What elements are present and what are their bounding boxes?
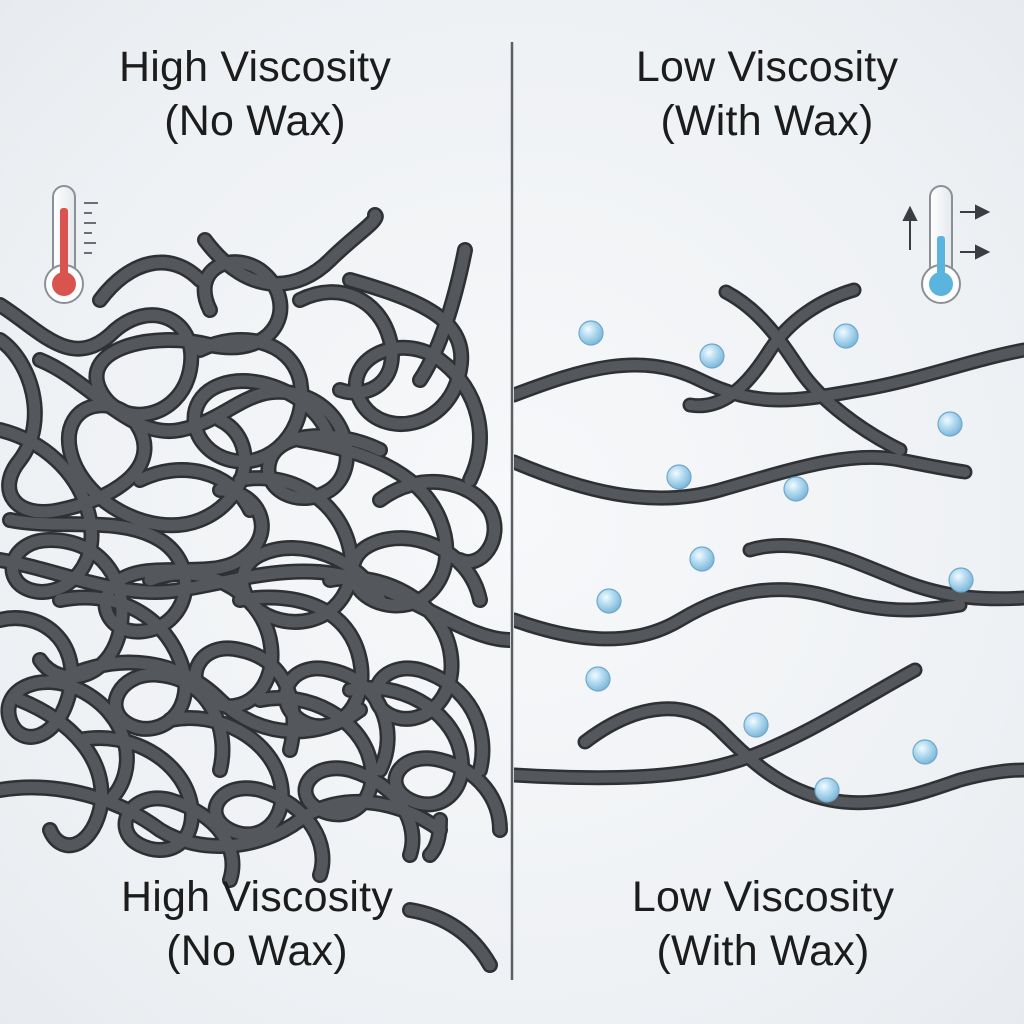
wax-particle-icon xyxy=(699,343,725,369)
hot-thermometer-icon xyxy=(44,185,98,304)
left-panel-caption: High Viscosity (No Wax) xyxy=(57,870,457,978)
wax-particle-icon xyxy=(833,323,859,349)
strand-fills xyxy=(0,209,510,971)
wax-particle-icon xyxy=(948,567,974,593)
tangled-polymer-strands xyxy=(0,207,510,973)
left-heading-line1: High Viscosity xyxy=(118,43,392,91)
wax-particle-icon xyxy=(689,546,715,572)
up-arrow-icon xyxy=(902,205,918,250)
wax-particle-icon xyxy=(814,777,840,803)
wax-particles xyxy=(578,320,974,803)
right-caption-line2: (With Wax) xyxy=(656,927,870,975)
right-heading-line1: Low Viscosity xyxy=(635,43,899,91)
wax-particle-icon xyxy=(783,476,809,502)
aligned-polymer-strands xyxy=(514,282,1024,811)
wax-particle-icon xyxy=(743,712,769,738)
left-panel-heading: High Viscosity (No Wax) xyxy=(55,40,455,148)
wax-particle-icon xyxy=(912,739,938,765)
cold-thermometer-icon xyxy=(921,185,961,304)
right-caption-line1: Low Viscosity xyxy=(631,873,895,921)
wax-particle-icon xyxy=(596,588,622,614)
right-arrow-icon xyxy=(960,244,991,260)
right-heading-line2: (With Wax) xyxy=(660,97,874,145)
left-caption-line2: (No Wax) xyxy=(166,927,348,975)
right-panel-heading: Low Viscosity (With Wax) xyxy=(567,40,967,148)
wax-particle-icon xyxy=(666,464,692,490)
wax-particle-icon xyxy=(937,411,963,437)
left-caption-line1: High Viscosity xyxy=(120,873,394,921)
right-arrow-icon xyxy=(960,204,991,220)
wax-particle-icon xyxy=(585,666,611,692)
right-panel-caption: Low Viscosity (With Wax) xyxy=(563,870,963,978)
left-heading-line2: (No Wax) xyxy=(164,97,346,145)
wax-particle-icon xyxy=(578,320,604,346)
